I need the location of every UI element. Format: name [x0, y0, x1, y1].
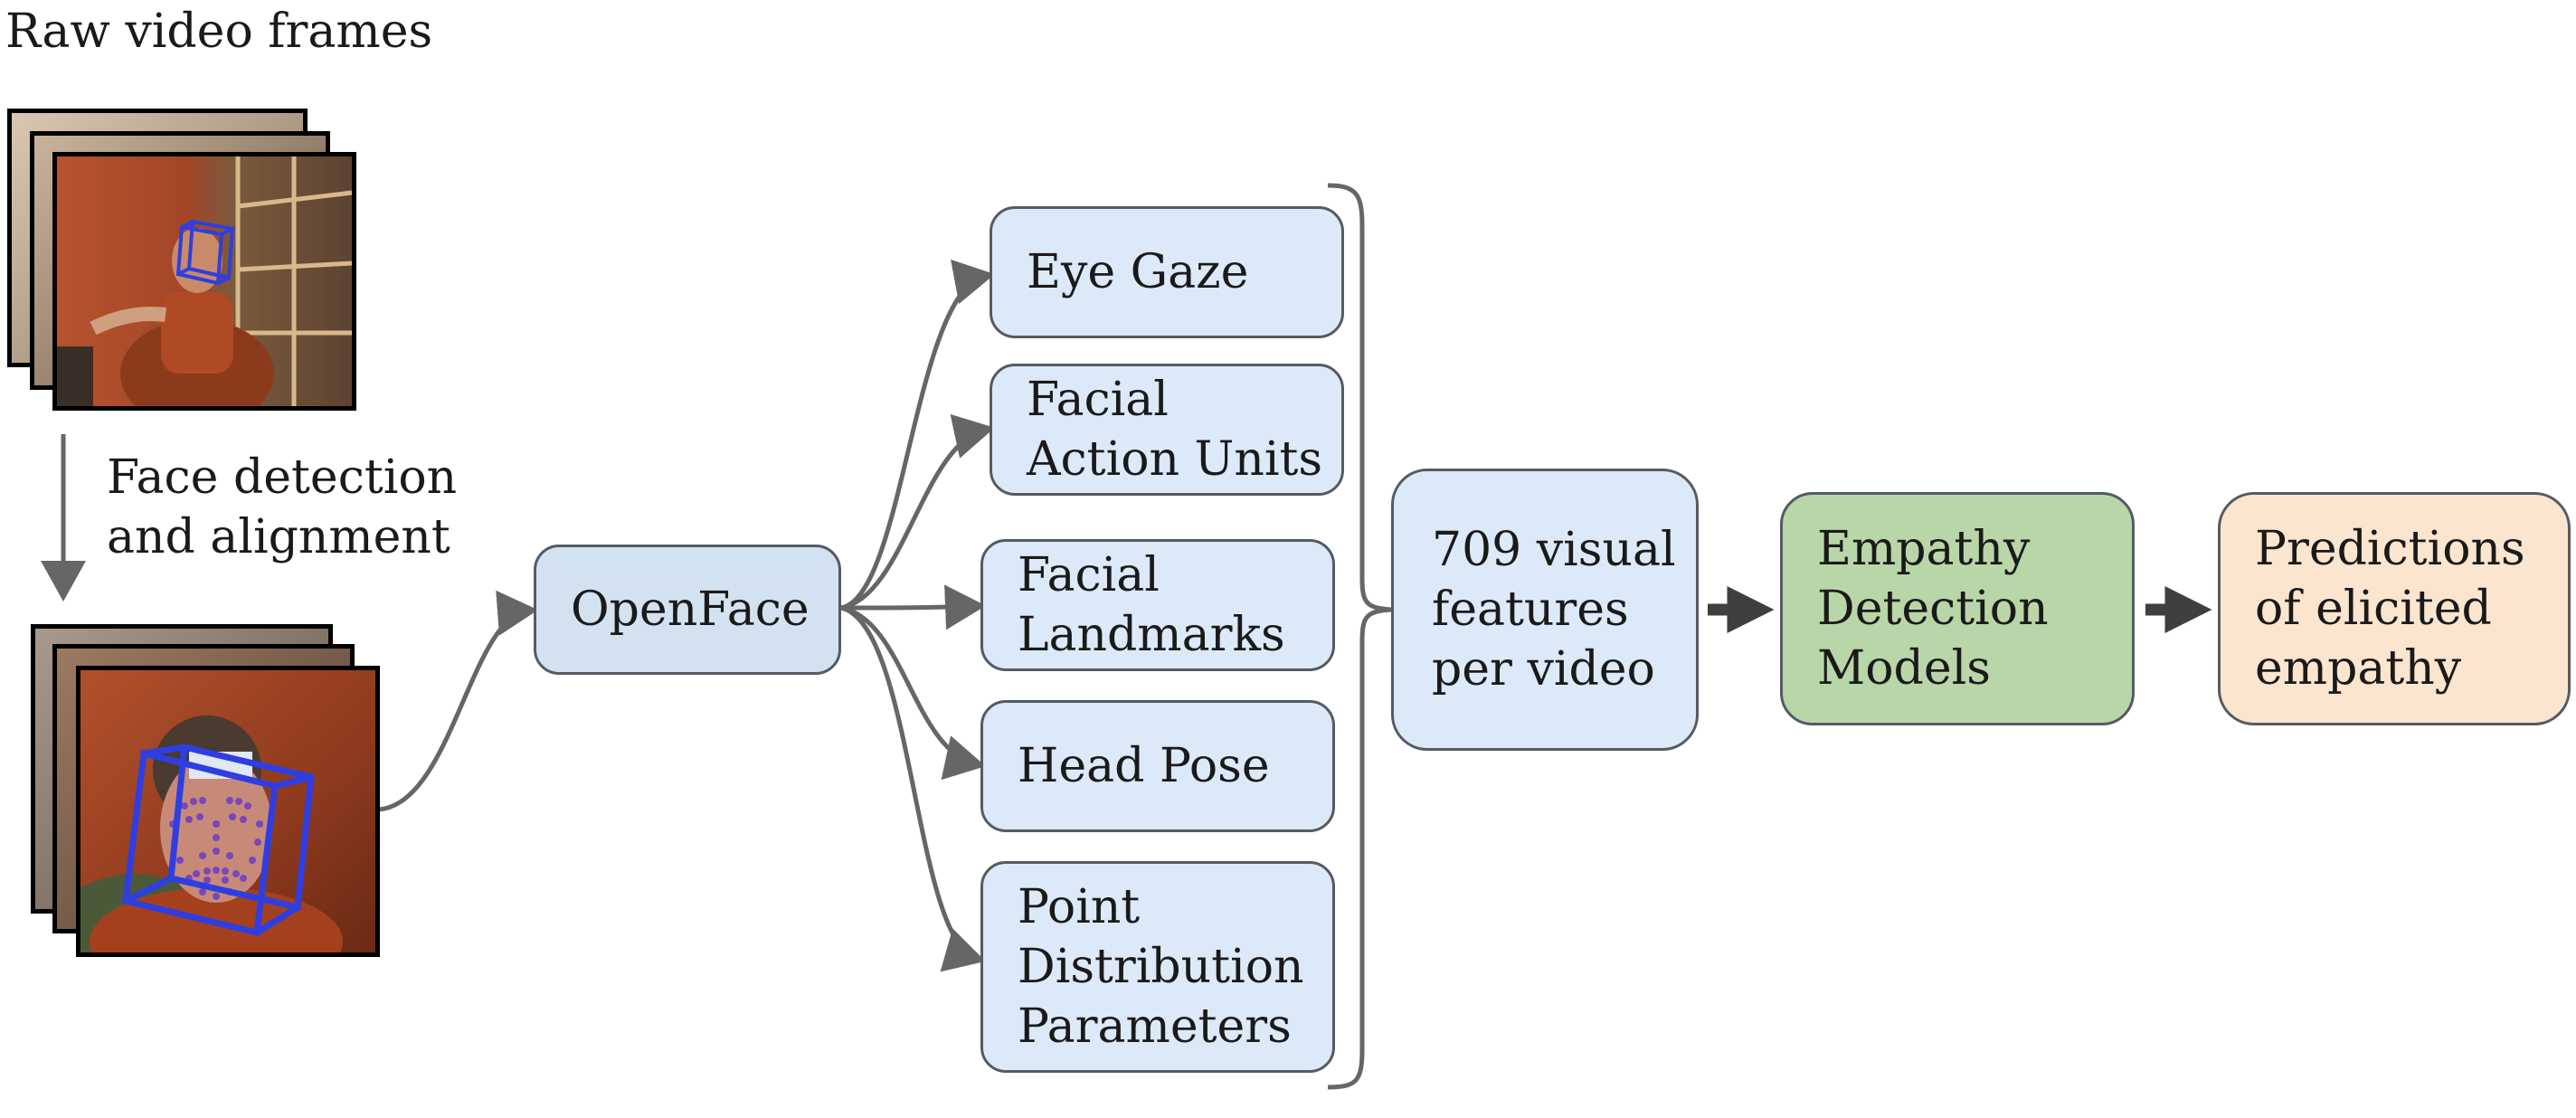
arrow-pdm — [840, 605, 986, 972]
step-label: Face detection and alignment — [107, 450, 458, 564]
feature-box-head-pose: Head Pose — [980, 700, 1335, 832]
arrow-eye-gaze — [840, 260, 995, 611]
arrow-landmarks — [840, 584, 986, 630]
raw-frames-title: Raw video frames — [5, 5, 433, 59]
feature-box-landmarks: Facial Landmarks — [980, 539, 1335, 671]
openface-box: OpenFace — [534, 545, 841, 675]
feature-label-pdm: Point Distribution Parameters — [1018, 880, 1304, 1054]
feature-box-eye-gaze: Eye Gaze — [990, 206, 1344, 338]
models-label: Empathy Detection Models — [1817, 522, 2049, 696]
feature-label-eye-gaze: Eye Gaze — [1027, 245, 1249, 299]
feature-label-head-pose: Head Pose — [1018, 739, 1270, 793]
models-box: Empathy Detection Models — [1780, 492, 2135, 725]
feature-box-pdm: Point Distribution Parameters — [980, 861, 1335, 1073]
feature-label-landmarks: Facial Landmarks — [1018, 548, 1285, 662]
feature-box-action-units: Facial Action Units — [990, 364, 1344, 496]
predictions-box: Predictions of elicited empathy — [2218, 492, 2571, 725]
visual-features-box: 709 visual features per video — [1391, 469, 1699, 751]
arrow-head-pose — [840, 605, 986, 781]
frames-to-openface-arrow — [377, 590, 538, 812]
face-landmarks-icon — [122, 743, 315, 937]
predictions-label: Predictions of elicited empathy — [2255, 522, 2525, 696]
visual-features-label: 709 visual features per video — [1432, 523, 1676, 696]
face-box-icon — [175, 219, 235, 286]
arrow-action-units — [840, 413, 995, 611]
raw-frame-front — [52, 152, 356, 411]
openface-label: OpenFace — [571, 583, 810, 637]
aligned-frame-front — [76, 666, 380, 957]
feature-label-action-units: Facial Action Units — [1027, 373, 1323, 487]
